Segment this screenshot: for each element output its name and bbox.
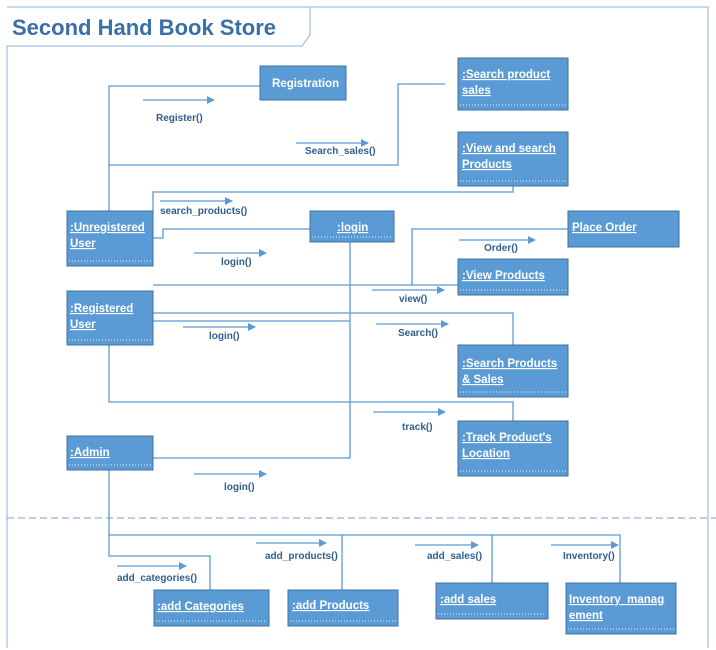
add-products-box: :add Products	[287, 589, 399, 627]
connections	[108, 83, 621, 590]
add-sales-box: :add sales	[435, 582, 549, 620]
search-product-sales-box: :Search product sales	[457, 57, 569, 111]
track-product-location-box: :Track Product's Location	[457, 420, 569, 477]
svg-text::add Products: :add Products	[292, 600, 369, 612]
svg-text:Location: Location	[462, 448, 510, 460]
search-products-label: search_products()	[160, 206, 247, 217]
login-label-3: login()	[224, 482, 255, 493]
svg-text::Unregistered: :Unregistered	[70, 222, 145, 234]
svg-text:Inventory_manag: Inventory_manag	[569, 594, 664, 606]
svg-text:User: User	[70, 319, 96, 331]
register-label: Register()	[156, 113, 203, 124]
view-label: view()	[399, 294, 427, 305]
search-label: Search()	[398, 328, 438, 339]
order-label: Order()	[484, 243, 518, 254]
login-label-2: login()	[209, 331, 240, 342]
svg-text::add Categories: :add Categories	[157, 601, 244, 613]
svg-text:ement: ement	[569, 610, 603, 622]
svg-text:Registration: Registration	[272, 78, 339, 90]
add-categories-label: add_categories()	[117, 573, 197, 584]
add-categories-box: :add Categories	[153, 589, 270, 627]
inventory-label: Inventory()	[563, 551, 615, 562]
diagram-title: Second Hand Book Store	[12, 15, 276, 40]
svg-text::login: :login	[337, 222, 368, 234]
registered-user-box: :Registered User	[66, 290, 154, 346]
message-arrows	[117, 96, 619, 570]
message-labels: Register() Search_sales() search_product…	[117, 113, 615, 584]
svg-text:sales: sales	[462, 85, 491, 97]
view-and-search-products-box: :View and search Products	[457, 131, 569, 187]
svg-text::Track Product's: :Track Product's	[462, 432, 552, 444]
svg-text::Search Products: :Search Products	[462, 358, 557, 370]
unregistered-user-box: :Unregistered User	[66, 210, 154, 267]
svg-text::Search product: :Search product	[462, 69, 550, 81]
login-label-1: login()	[221, 257, 252, 268]
add-sales-label: add_sales()	[427, 551, 482, 562]
view-products-box: :View Products	[457, 258, 569, 296]
svg-text:& Sales: & Sales	[462, 374, 504, 386]
svg-text::View Products: :View Products	[462, 270, 545, 282]
search-sales-label: Search_sales()	[305, 146, 376, 157]
svg-text::Registered: :Registered	[70, 303, 133, 315]
search-products-sales-box: :Search Products & Sales	[457, 344, 569, 398]
track-label: track()	[402, 422, 433, 433]
admin-box: :Admin	[66, 435, 154, 471]
svg-text::add sales: :add sales	[440, 594, 496, 606]
registration-box: Registration	[259, 65, 347, 101]
place-order-box: Place Order	[567, 210, 680, 248]
svg-text:Place Order: Place Order	[572, 222, 637, 234]
login-box: :login	[309, 210, 395, 243]
add-products-label: add_products()	[265, 551, 338, 562]
svg-text:User: User	[70, 238, 96, 250]
svg-text::View and search: :View and search	[462, 143, 556, 155]
svg-text::Admin: :Admin	[70, 447, 110, 459]
svg-text:Products: Products	[462, 159, 512, 171]
inventory-management-box: Inventory_manag ement	[565, 582, 677, 635]
